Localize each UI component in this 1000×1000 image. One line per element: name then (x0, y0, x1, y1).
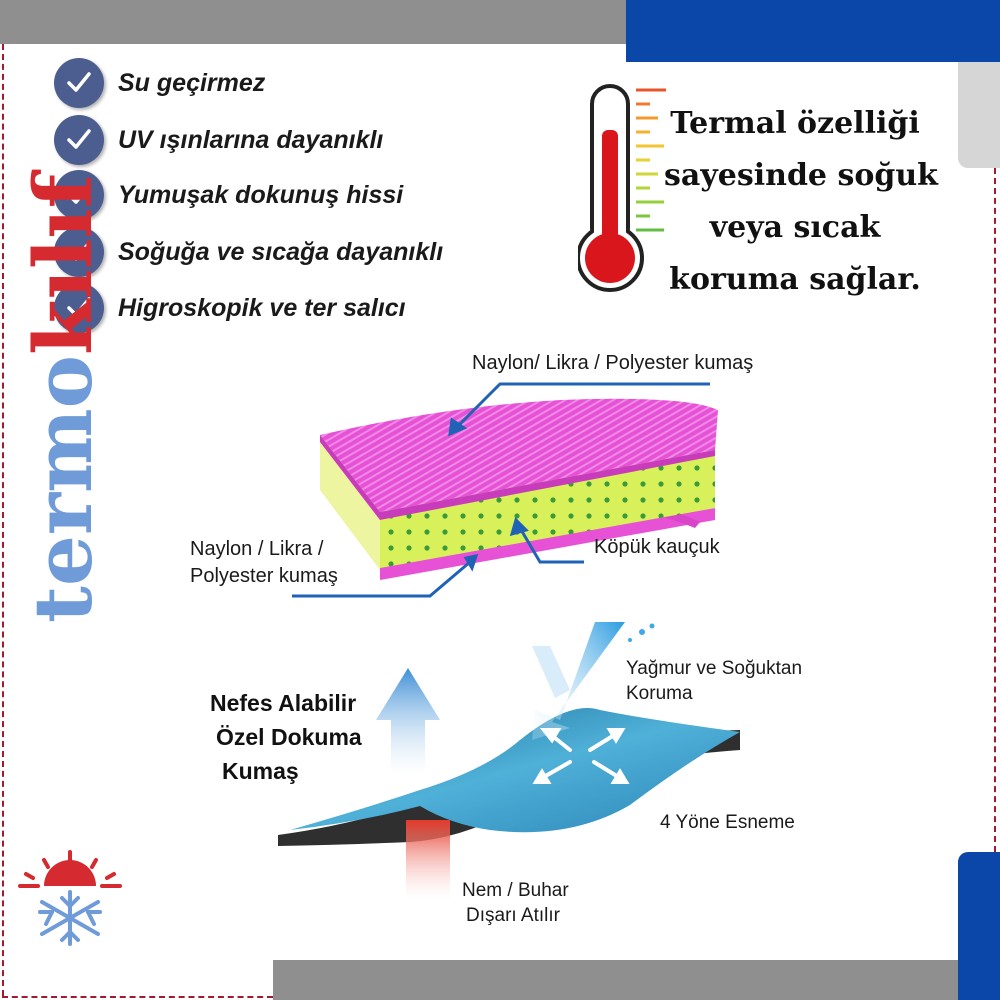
feature-item: Higroskopik ve ter salıcı (54, 283, 514, 333)
vapor-label-line1: Nem / Buhar (462, 880, 569, 901)
thermal-description: Termal özelliği sayesinde soğuk veya sıc… (664, 98, 938, 306)
bottom-layer-label-line2: Polyester kumaş (190, 565, 338, 587)
vapor-label-line2: Dışarı Atılır (466, 905, 560, 926)
feature-item: Soğuğa ve sıcağa dayanıklı (54, 227, 514, 277)
breathable-title: Nefes Alabilir Özel Dokuma Kumaş (210, 686, 362, 788)
feature-label: Su geçirmez (118, 68, 266, 97)
checkmark-icon (54, 227, 104, 277)
sun-snowflake-logo-icon (18, 850, 122, 946)
thermal-line: Termal özelliği (670, 106, 920, 141)
feature-item: UV ışınlarına dayanıklı (54, 115, 514, 165)
layered-fabric-illustration (320, 398, 718, 580)
top-layer-label: Naylon/ Likra / Polyester kumaş (472, 352, 754, 374)
feature-label: Yumuşak dokunuş hissi (118, 180, 404, 209)
checkmark-icon (54, 170, 104, 220)
thermal-line: veya sıcak (709, 210, 881, 245)
thermal-line: sayesinde soğuk (664, 158, 938, 193)
frame-bottom-gray-bar (273, 960, 958, 1000)
frame-right-blue-bar (958, 852, 1000, 1000)
rain-protection-label-line1: Yağmur ve Soğuktan (626, 658, 803, 679)
rain-protection-label-line2: Koruma (626, 683, 693, 704)
frame-right-gray-bar (958, 62, 1000, 168)
feature-label: Soğuğa ve sıcağa dayanıklı (118, 237, 444, 266)
breathable-fabric-illustration (278, 622, 740, 900)
checkmark-icon (54, 283, 104, 333)
frame-dashed-left (2, 44, 4, 996)
feature-item: Yumuşak dokunuş hissi (54, 170, 514, 220)
breathable-title-line: Kumaş (222, 758, 299, 784)
feature-label: Higroskopik ve ter salıcı (118, 293, 406, 322)
frame-top-gray-bar (0, 0, 626, 44)
checkmark-icon (54, 58, 104, 108)
checkmark-icon (54, 115, 104, 165)
frame-dashed-bottom (2, 996, 273, 998)
bottom-layer-label-line1: Naylon / Likra / (190, 538, 324, 560)
breathable-title-line: Özel Dokuma (216, 724, 362, 750)
breathable-title-line: Nefes Alabilir (210, 690, 357, 716)
frame-top-blue-bar (626, 0, 1000, 62)
thermal-line: koruma sağlar. (669, 262, 921, 297)
frame-dashed-right (994, 168, 996, 852)
stretch-label: 4 Yöne Esneme (660, 812, 795, 833)
feature-item: Su geçirmez (54, 58, 514, 108)
foam-layer-label: Köpük kauçuk (594, 536, 720, 558)
thermometer-icon (578, 84, 666, 292)
feature-label: UV ışınlarına dayanıklı (118, 125, 384, 154)
